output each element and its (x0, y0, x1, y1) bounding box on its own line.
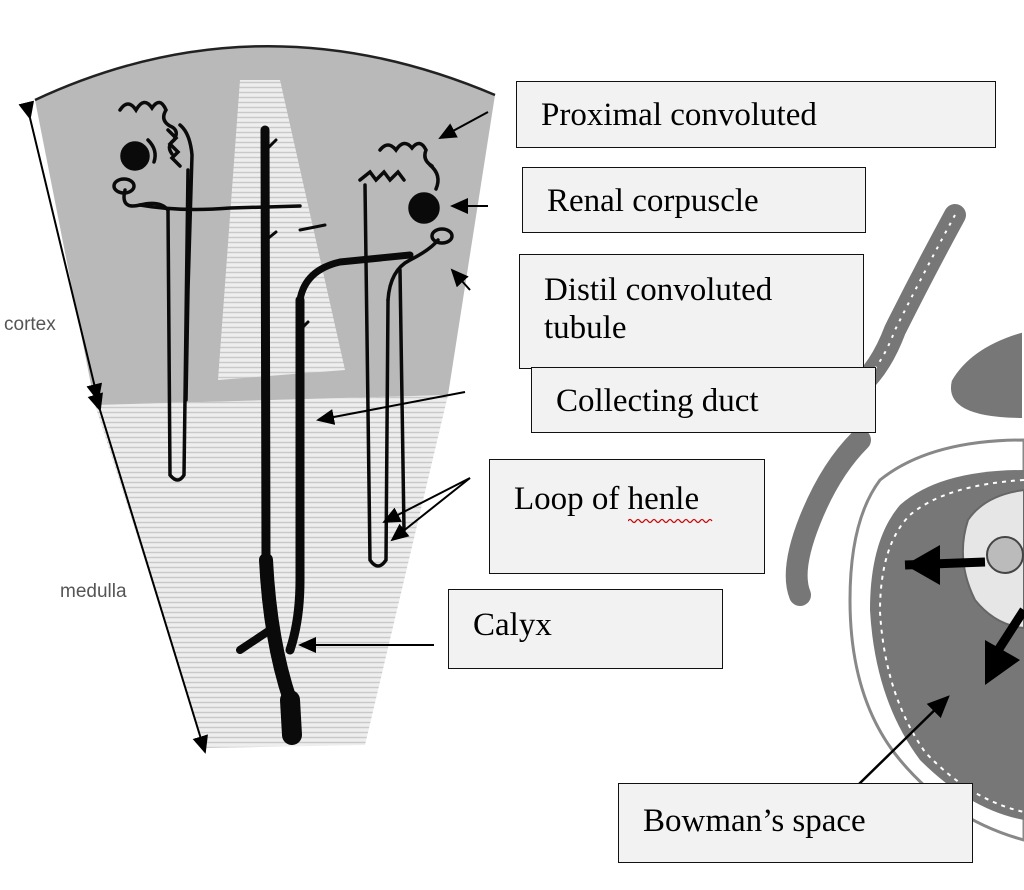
pointer-arrows (298, 111, 489, 653)
proximal-convoluted-text: Proximal convoluted (541, 97, 817, 133)
kidney-capsule (34, 44, 496, 102)
loop-of-henle-prefix: Loop of (514, 481, 628, 517)
right-nephron (358, 141, 454, 568)
bowmans-space-text: Bowman’s space (643, 803, 866, 839)
collecting-duct-callout: Collecting duct (531, 367, 876, 433)
distil-convoluted-text-line1: Distil convoluted (544, 272, 773, 308)
loop-of-henle-callout: Loop of henle (489, 459, 765, 574)
calyx-text: Calyx (473, 607, 552, 643)
distil-convoluted-callout: Distil convoluted tubule (519, 254, 864, 369)
renal-corpuscle-callout: Renal corpuscle (522, 167, 866, 233)
renal-corpuscle-closeup (785, 204, 1024, 842)
distil-convoluted-text-line2: tubule (544, 310, 627, 346)
spellcheck-underline (627, 518, 713, 524)
cortex-extent-arrow (18, 100, 103, 402)
medulla-label: medulla (60, 581, 127, 602)
proximal-convoluted-callout: Proximal convoluted (516, 81, 996, 148)
medulla-extent-arrow (87, 392, 208, 754)
calyx-callout: Calyx (448, 589, 723, 669)
collecting-duct-tree (236, 125, 414, 745)
collecting-duct-text: Collecting duct (556, 383, 759, 419)
cortex-label: cortex (4, 314, 56, 335)
loop-of-henle-word-wrapper: henle (627, 480, 713, 524)
medullary-ray (218, 80, 345, 380)
renal-corpuscle-text: Renal corpuscle (547, 183, 759, 219)
bowmans-space-callout: Bowman’s space (618, 783, 973, 863)
loop-of-henle-word: henle (627, 481, 700, 517)
